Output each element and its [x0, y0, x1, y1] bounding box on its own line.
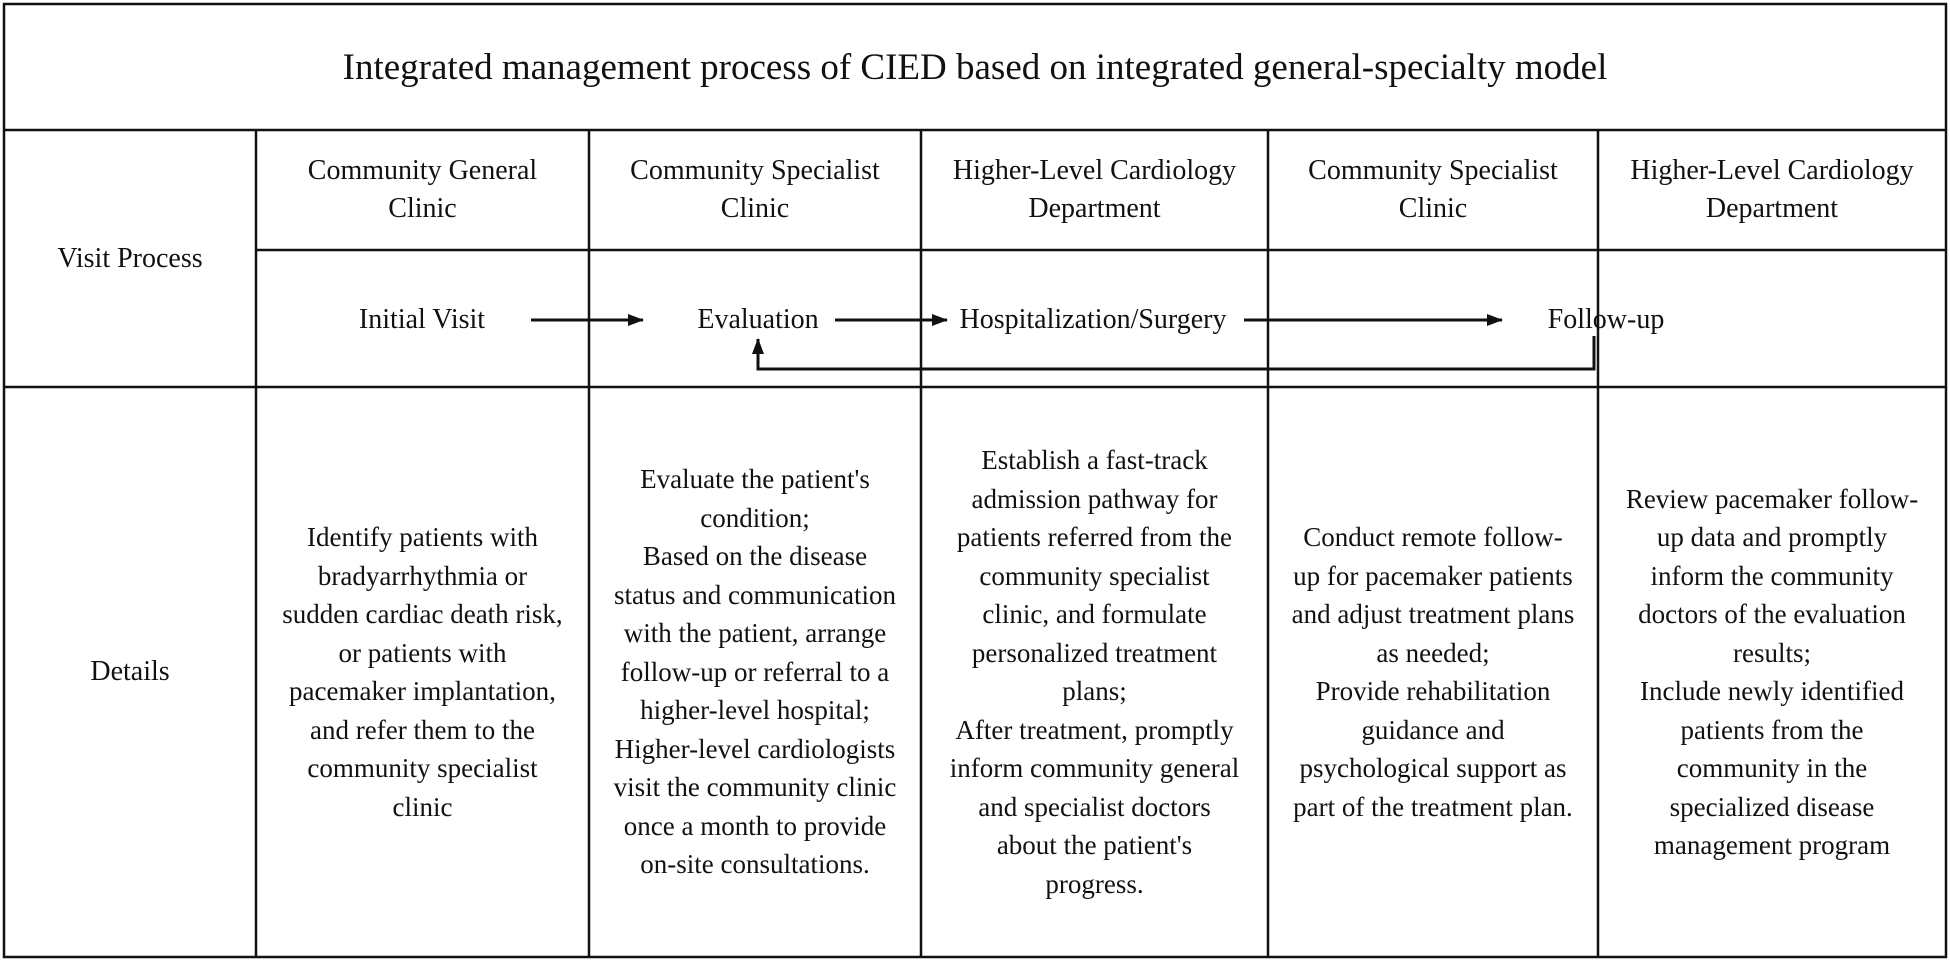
column-header-community-specialist-clinic-2: Community Specialist Clinic	[1308, 155, 1558, 224]
details-community-specialist-clinic-2: Conduct remote follow- up for pacemaker …	[1291, 522, 1575, 822]
column-header-community-general-clinic: Community General Clinic	[307, 155, 538, 224]
step-initial-visit: Initial Visit	[358, 304, 486, 335]
arrow-follow-up-to-evaluation	[752, 336, 1596, 371]
column-header-higher-level-cardiology-2: Higher-Level Cardiology Department	[1630, 155, 1914, 224]
row-label-visit-process: Visit Process	[57, 242, 203, 274]
step-hospitalization-surgery: Hospitalization/Surgery	[959, 304, 1227, 335]
row-label-details: Details	[90, 656, 170, 687]
page-title: Integrated management process of CIED ba…	[342, 46, 1608, 88]
details-community-specialist-clinic: Evaluate the patient's condition; Based …	[613, 464, 897, 880]
column-header-community-specialist-clinic: Community Specialist Clinic	[630, 155, 880, 224]
column-header-higher-level-cardiology: Higher-Level Cardiology Department	[952, 155, 1237, 224]
details-community-general-clinic: Identify patients with bradyarrhythmia o…	[282, 522, 563, 822]
details-higher-level-cardiology-2: Review pacemaker follow- up data and pro…	[1625, 483, 1919, 861]
step-follow-up: Follow-up	[1547, 304, 1665, 335]
step-evaluation: Evaluation	[697, 304, 819, 335]
details-higher-level-cardiology: Establish a fast-track admission pathway…	[949, 445, 1240, 899]
